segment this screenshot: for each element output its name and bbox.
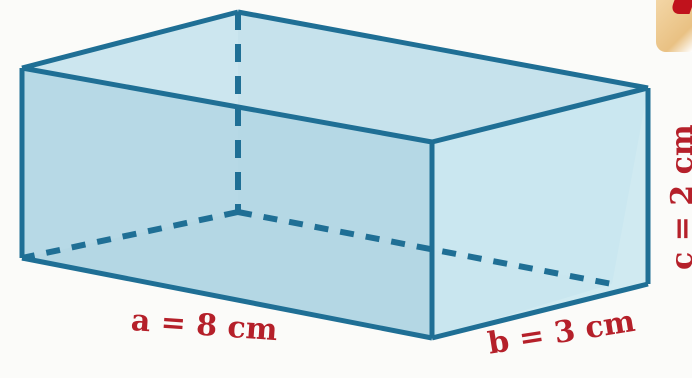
hidden-edge-back-left (21, 209, 239, 261)
edge-bottom-right (431, 281, 649, 341)
dimension-label-c: c = 2 cm (665, 124, 692, 270)
prism-right-face (432, 88, 648, 338)
edge-top-right (431, 85, 649, 145)
hidden-edge-back-bottom (237, 209, 613, 287)
edge-top-front (21, 65, 433, 145)
edge-top-back (237, 9, 649, 91)
prism-front-face (22, 68, 432, 338)
edge-top-left (21, 9, 239, 71)
edge-bottom-front (21, 255, 433, 341)
